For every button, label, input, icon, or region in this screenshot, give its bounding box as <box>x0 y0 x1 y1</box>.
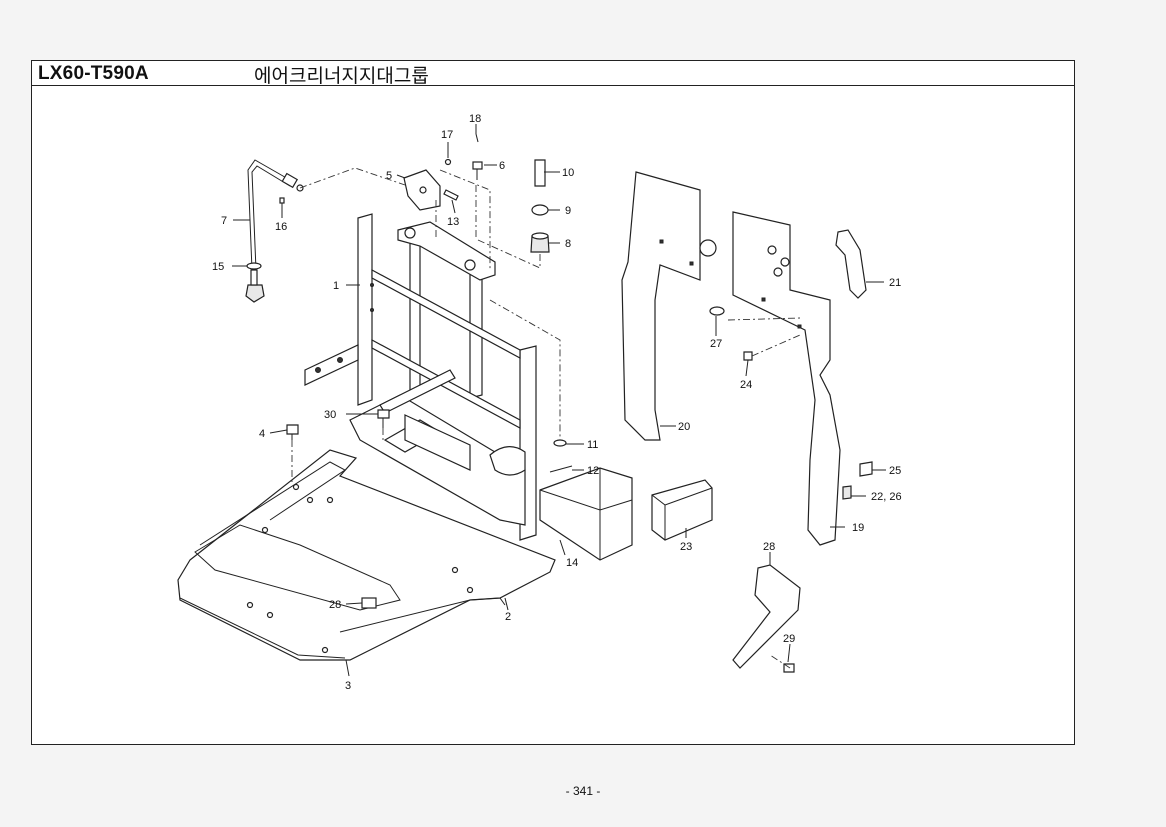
callout-1: 1 <box>333 280 339 292</box>
band-clamp <box>489 446 526 476</box>
callout-30: 30 <box>324 409 336 421</box>
callout-18: 18 <box>469 113 481 125</box>
group-title: 에어크리너지지대그룹 <box>254 65 429 87</box>
callout-13: 13 <box>447 216 459 228</box>
callout-25: 25 <box>889 465 901 477</box>
base-plate-assembly <box>177 449 556 661</box>
callout-14: 14 <box>566 557 578 569</box>
cover-panel-20 <box>621 171 717 441</box>
callout-28-plate: 28 <box>329 599 341 611</box>
callout-17: 17 <box>441 129 453 141</box>
handle-21 <box>835 229 867 299</box>
callout-28-bracket: 28 <box>763 541 775 553</box>
drawing-frame: LX60-T590A 에어크리너지지대그룹 <box>31 60 1075 745</box>
callout-15: 15 <box>212 261 224 273</box>
page-number: - 341 - <box>565 784 601 798</box>
callout-4: 4 <box>259 428 265 440</box>
callout-5: 5 <box>386 170 392 182</box>
callout-24: 24 <box>740 379 752 391</box>
leader-lines <box>232 124 886 677</box>
model-code: LX60-T590A <box>38 63 149 84</box>
callout-16: 16 <box>275 221 287 233</box>
filter-block-23 <box>651 479 713 541</box>
title-bar: LX60-T590A 에어크리너지지대그룹 <box>32 61 1074 87</box>
callout-12: 12 <box>587 465 599 477</box>
alignment-lines <box>291 167 801 669</box>
callout-labels: 1 2 3 4 5 6 7 8 9 10 11 12 13 14 15 16 1… <box>212 113 902 692</box>
callout-21: 21 <box>889 277 901 289</box>
callout-9: 9 <box>565 205 571 217</box>
callout-19: 19 <box>852 522 864 534</box>
callout-27: 27 <box>710 338 722 350</box>
square-tube-14 <box>539 467 633 561</box>
callout-29: 29 <box>783 633 795 645</box>
callout-6: 6 <box>499 160 505 172</box>
callout-10: 10 <box>562 167 574 179</box>
callout-20: 20 <box>678 421 690 433</box>
clip-28-plate <box>361 597 377 609</box>
callout-11: 11 <box>587 439 598 451</box>
bracket-28 <box>732 564 801 669</box>
support-frame <box>304 213 537 541</box>
callout-23: 23 <box>680 541 692 553</box>
callout-22-26: 22, 26 <box>871 491 902 503</box>
callout-2: 2 <box>505 611 511 623</box>
cover-panel-19 <box>732 211 841 546</box>
callout-8: 8 <box>565 238 571 250</box>
callout-7: 7 <box>221 215 227 227</box>
callout-3: 3 <box>345 680 351 692</box>
